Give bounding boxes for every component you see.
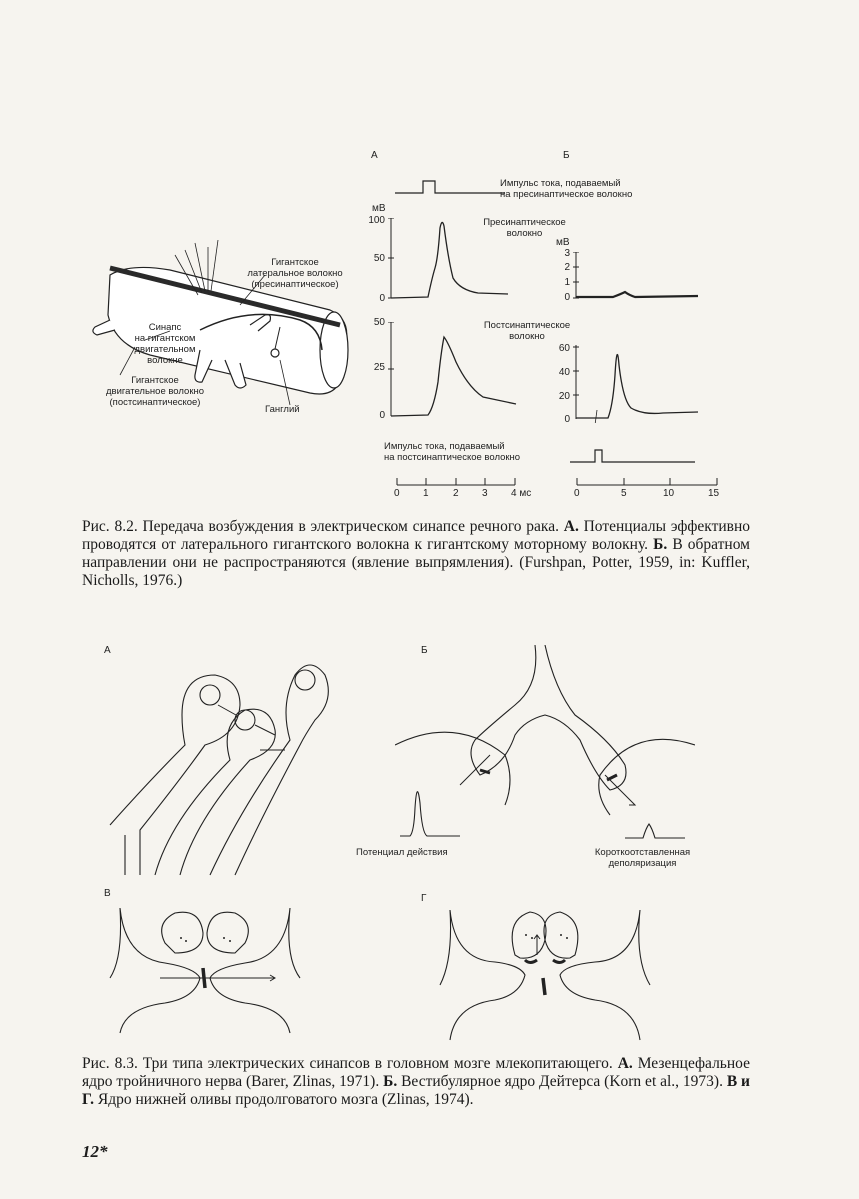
caption-panel-a: А. — [564, 518, 579, 535]
postsynaptic-fiber-label: Постсинаптическое волокно — [462, 320, 592, 342]
caption-panel-a: А. — [618, 1055, 633, 1072]
x-tick-label: 1 — [423, 488, 429, 499]
x-tick-label: 15 — [708, 488, 719, 499]
fig83-panel-v-drawing — [105, 898, 305, 1038]
x-tick-label: 10 — [663, 488, 674, 499]
y-tick-label: 25 — [355, 362, 385, 373]
y-tick-label: 2 — [545, 262, 570, 273]
label-synapse: Синапс на гигантском двигательном волокн… — [110, 322, 220, 366]
x-tick-label: 5 — [621, 488, 627, 499]
pre-b-trace — [573, 252, 703, 302]
x-tick-label: 4 мс — [511, 488, 531, 499]
x-tick-label: 3 — [482, 488, 488, 499]
unit-mv-a: мВ — [372, 203, 386, 214]
stimulus-pre-label: Импульс тока, подаваемый на пресинаптиче… — [500, 178, 632, 200]
caption-text: Ядро нижней оливы продолговатого мозга (… — [94, 1091, 474, 1108]
x-tick-label: 2 — [453, 488, 459, 499]
caption-text: Вестибулярное ядро Дейтерса (Korn et al.… — [397, 1073, 727, 1090]
stimulus-pre-trace — [395, 178, 505, 198]
y-tick-label: 20 — [540, 391, 570, 402]
figure-8-3-caption: Рис. 8.3. Три типа электрических синапсо… — [82, 1055, 750, 1109]
caption-panel-b: Б. — [383, 1073, 397, 1090]
fig83-panel-a-drawing — [100, 650, 340, 880]
stimulus-post-label: Импульс тока, подаваемый на постсинаптич… — [384, 441, 520, 463]
caption-panel-b: Б. — [653, 536, 667, 553]
depolarization-trace — [625, 820, 685, 842]
caption-fig-number: Рис. 8.2. — [82, 518, 138, 535]
page-number: 12* — [82, 1142, 108, 1162]
y-tick-label: 50 — [355, 253, 385, 264]
y-tick-label: 0 — [355, 410, 385, 421]
y-tick-label: 40 — [540, 367, 570, 378]
time-axis-a — [393, 475, 523, 487]
time-axis-b — [573, 475, 723, 487]
y-tick-label: 0 — [355, 293, 385, 304]
short-depolarization-label: Короткоотставленная деполяризация — [575, 847, 710, 869]
label-giant-motor-fiber: Гигантское двигательное волокно (постсин… — [85, 375, 225, 408]
figure-8-2-caption: Рис. 8.2. Передача возбуждения в электри… — [82, 518, 750, 590]
fig83-panel-g-drawing — [425, 900, 655, 1045]
fig82-panel-a-label: А — [371, 150, 378, 161]
y-tick-label: 60 — [540, 343, 570, 354]
post-b-trace — [573, 345, 703, 423]
label-ganglion: Ганглий — [265, 404, 300, 415]
caption-text: Передача возбуждения в электрическом син… — [138, 518, 564, 535]
presynaptic-fiber-label: Пресинаптическое волокно — [462, 217, 587, 239]
label-giant-lateral-fiber: Гигантское латеральное волокно (пресинап… — [225, 257, 365, 290]
caption-text: Три типа электрических синапсов в головн… — [138, 1055, 618, 1072]
y-tick-label: 100 — [355, 215, 385, 226]
y-tick-label: 1 — [545, 277, 570, 288]
stimulus-post-trace — [570, 447, 695, 467]
x-tick-label: 0 — [394, 488, 400, 499]
action-potential-trace — [400, 778, 460, 840]
y-tick-label: 3 — [545, 248, 570, 259]
y-tick-label: 0 — [545, 292, 570, 303]
y-tick-label: 0 — [540, 414, 570, 425]
fig82-panel-b-label: Б — [563, 150, 570, 161]
x-tick-label: 0 — [574, 488, 580, 499]
y-tick-label: 50 — [355, 317, 385, 328]
action-potential-label: Потенциал действия — [356, 847, 448, 858]
caption-fig-number: Рис. 8.3. — [82, 1055, 138, 1072]
